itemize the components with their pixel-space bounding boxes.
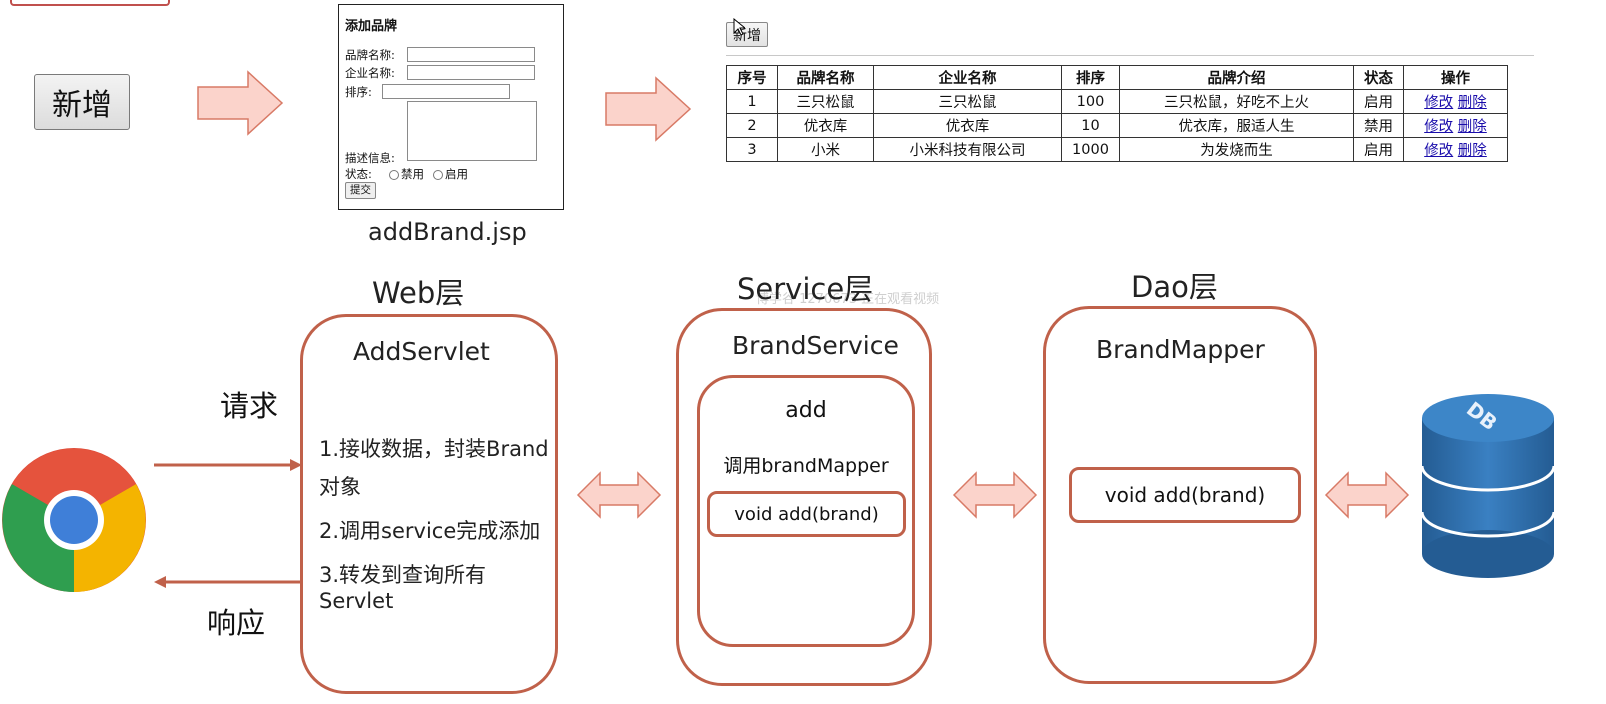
double-arrow-icon	[952, 471, 1038, 519]
edit-link[interactable]: 修改	[1424, 95, 1454, 111]
double-arrow-icon	[1324, 471, 1410, 519]
top-left-frame-fragment	[10, 0, 170, 6]
cell-intro: 三只松鼠，好吃不上火	[1119, 89, 1354, 114]
cell-order: 100	[1061, 89, 1120, 114]
database-cylinder	[1420, 394, 1556, 578]
cell-intro: 为发烧而生	[1119, 137, 1354, 162]
col-header-actions: 操作	[1403, 65, 1508, 90]
cell-status: 启用	[1353, 137, 1404, 162]
double-arrow-icon	[576, 471, 662, 519]
col-header-status: 状态	[1353, 65, 1404, 90]
chrome-logo-icon	[2, 448, 146, 592]
web-layer-box: AddServlet 1.接收数据，封装Brand 对象 2.调用service…	[300, 314, 558, 694]
step-1-line-2: 对象	[319, 475, 361, 499]
add-brand-button[interactable]: 新增	[726, 22, 768, 47]
col-header-id: 序号	[726, 65, 778, 90]
right-arrow-icon	[197, 70, 284, 136]
request-label: 请求	[220, 389, 279, 423]
sort-input[interactable]	[382, 84, 510, 99]
divider	[726, 55, 1534, 56]
status-enabled-radio[interactable]: 启用	[433, 166, 468, 182]
call-brand-mapper-text: 调用brandMapper	[723, 455, 889, 477]
company-name-label: 企业名称:	[345, 66, 395, 80]
cell-id: 1	[726, 89, 778, 114]
request-response-arrows	[154, 459, 302, 588]
delete-link[interactable]: 删除	[1457, 143, 1487, 159]
add-method-box: add 调用brandMapper void add(brand)	[697, 375, 915, 647]
cell-intro: 优衣库，服适人生	[1119, 113, 1354, 138]
response-label: 响应	[207, 606, 266, 640]
sort-label: 排序:	[345, 85, 372, 99]
table-row: 1 三只松鼠 三只松鼠 100 三只松鼠，好吃不上火 启用 修改 删除	[726, 89, 1508, 114]
cell-company: 三只松鼠	[873, 89, 1062, 114]
edit-link[interactable]: 修改	[1424, 143, 1454, 159]
cell-actions: 修改 删除	[1403, 113, 1508, 138]
database-icon: DB	[1420, 392, 1556, 580]
add-method-name: add	[785, 398, 827, 423]
step-2: 2.调用service完成添加	[319, 519, 541, 543]
brand-mapper-title: BrandMapper	[1096, 335, 1265, 364]
step-1-line-1: 1.接收数据，封装Brand	[319, 437, 549, 461]
cell-brand: 小米	[777, 137, 874, 162]
submit-button[interactable]: 提交	[345, 182, 376, 199]
dao-layer-box: BrandMapper void add(brand)	[1043, 306, 1317, 684]
col-header-intro: 品牌介绍	[1119, 65, 1354, 90]
cell-actions: 修改 删除	[1403, 89, 1508, 114]
description-label: 描述信息:	[345, 151, 395, 165]
cell-company: 小米科技有限公司	[873, 137, 1062, 162]
add-brand-big-button[interactable]: 新增	[34, 74, 130, 130]
table-header-row: 序号 品牌名称 企业名称 排序 品牌介绍 状态 操作	[726, 65, 1508, 90]
table-row: 3 小米 小米科技有限公司 1000 为发烧而生 启用 修改 删除	[726, 137, 1508, 162]
dao-layer-title: Dao层	[1131, 270, 1218, 304]
service-method-signature: void add(brand)	[707, 491, 906, 537]
cell-id: 2	[726, 113, 778, 138]
col-header-order: 排序	[1061, 65, 1120, 90]
status-disabled-label: 禁用	[401, 167, 424, 181]
form-caption: addBrand.jsp	[368, 218, 527, 246]
status-disabled-radio[interactable]: 禁用	[389, 166, 424, 182]
right-arrow-icon	[605, 76, 692, 142]
description-textarea[interactable]	[407, 101, 537, 161]
edit-link[interactable]: 修改	[1424, 119, 1454, 135]
company-name-input[interactable]	[407, 65, 535, 80]
web-layer-title: Web层	[372, 276, 465, 310]
delete-link[interactable]: 删除	[1457, 95, 1487, 111]
cell-company: 优衣库	[873, 113, 1062, 138]
cell-order: 1000	[1061, 137, 1120, 162]
brand-name-label: 品牌名称:	[345, 48, 395, 62]
delete-link[interactable]: 删除	[1457, 119, 1487, 135]
cell-status: 禁用	[1353, 113, 1404, 138]
brand-service-title: BrandService	[732, 331, 899, 360]
service-layer-title: Service层	[737, 272, 874, 306]
form-title: 添加品牌	[345, 19, 398, 34]
brand-table: 序号 品牌名称 企业名称 排序 品牌介绍 状态 操作 1 三只松鼠 三只松鼠 1…	[726, 65, 1508, 162]
table-row: 2 优衣库 优衣库 10 优衣库，服适人生 禁用 修改 删除	[726, 113, 1508, 138]
cell-brand: 优衣库	[777, 113, 874, 138]
service-layer-box: BrandService add 调用brandMapper void add(…	[676, 308, 932, 686]
dao-method-signature: void add(brand)	[1069, 467, 1301, 523]
cell-actions: 修改 删除	[1403, 137, 1508, 162]
add-brand-form: 添加品牌 品牌名称: 企业名称: 排序: 描述信息: 状态: 禁用 启用 提交	[338, 4, 564, 210]
col-header-company: 企业名称	[873, 65, 1062, 90]
mouse-cursor-icon	[733, 18, 745, 36]
step-3: 3.转发到查询所有Servlet	[319, 563, 487, 613]
radio-icon	[433, 169, 443, 180]
cell-brand: 三只松鼠	[777, 89, 874, 114]
watermark: 博学谷 1270673 正在观看视频	[756, 292, 940, 307]
col-header-brand: 品牌名称	[777, 65, 874, 90]
cell-status: 启用	[1353, 89, 1404, 114]
cell-order: 10	[1061, 113, 1120, 138]
add-servlet-title: AddServlet	[353, 337, 490, 366]
cell-id: 3	[726, 137, 778, 162]
status-enabled-label: 启用	[445, 167, 468, 181]
status-label: 状态:	[345, 167, 372, 181]
brand-name-input[interactable]	[407, 47, 535, 62]
radio-icon	[389, 169, 399, 180]
